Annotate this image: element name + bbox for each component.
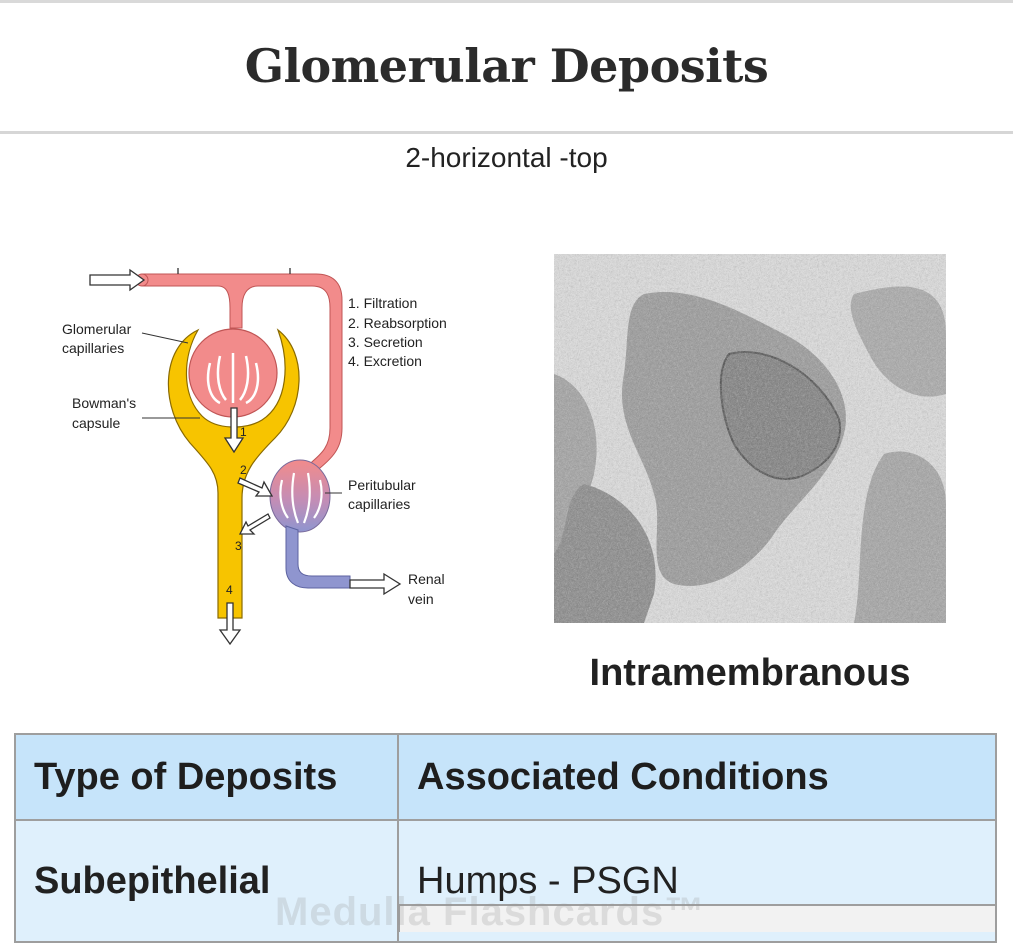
label-glomerular: Glomerular (62, 321, 132, 337)
peritubular-shape (269, 459, 351, 589)
label-peritubular: Peritubular (348, 477, 416, 493)
label-renal: Renal (408, 571, 445, 587)
electron-micrograph-image (554, 254, 946, 623)
top-rule (0, 0, 1013, 3)
label-step1: 1. Filtration (348, 295, 417, 311)
header-type-of-deposits: Type of Deposits (14, 733, 399, 821)
label-capillaries: capillaries (62, 340, 124, 356)
nephron-diagram: Glomerular capillaries Bowman's capsule … (50, 268, 470, 665)
label-capsule: capsule (72, 415, 120, 431)
micrograph-caption: Intramembranous (589, 652, 911, 694)
table-row-next (398, 904, 995, 932)
bowmans-capsule-shape (167, 328, 300, 619)
header-divider (0, 131, 1013, 134)
label-step3: 3. Secretion (348, 334, 423, 350)
label-n3: 3 (235, 539, 242, 553)
label-vein: vein (408, 591, 434, 607)
label-step4: 4. Excretion (348, 353, 422, 369)
page-title: Glomerular Deposits (244, 39, 769, 93)
label-step2: 2. Reabsorption (348, 315, 447, 331)
header: Glomerular Deposits (0, 3, 1013, 131)
label-n2: 2 (240, 463, 247, 477)
header-associated-conditions: Associated Conditions (397, 733, 997, 821)
label-n4: 4 (226, 583, 233, 597)
cell-deposit-type: Subepithelial (14, 819, 399, 943)
card-subtitle: 2-horizontal -top (405, 142, 608, 173)
label-n1: 1 (240, 425, 247, 439)
table-header-row: Type of Deposits Associated Conditions (14, 733, 997, 821)
label-bowmans: Bowman's (72, 395, 136, 411)
label-peri-capillaries: capillaries (348, 496, 410, 512)
flow-arrows (89, 268, 402, 646)
glomerulus-shape (188, 328, 278, 418)
